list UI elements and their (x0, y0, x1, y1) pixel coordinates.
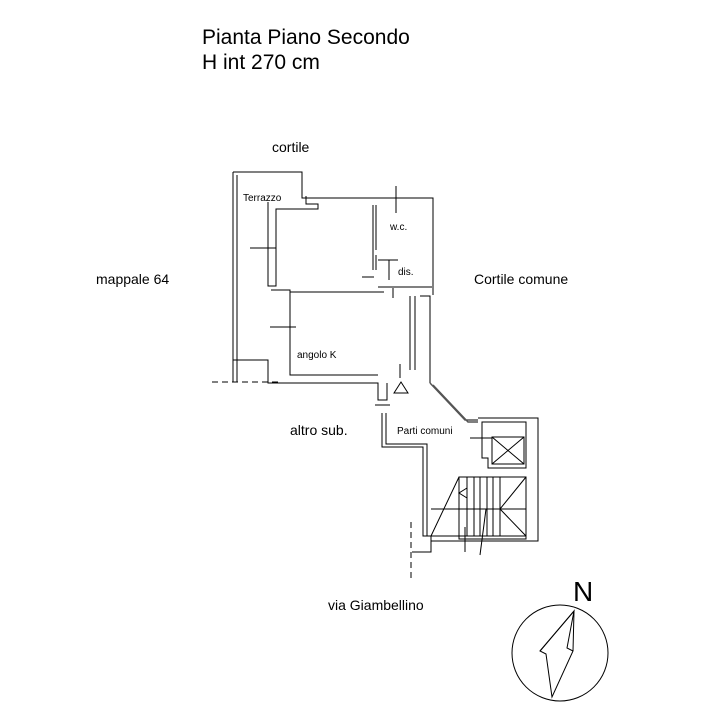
plan-title: Pianta Piano Secondo (202, 26, 410, 49)
stairs (430, 476, 527, 556)
label-mappale: mappale 64 (96, 271, 170, 287)
compass-icon (511, 604, 609, 702)
boundary-dashes (212, 381, 412, 582)
label-cortile-comune: Cortile comune (474, 271, 569, 287)
room-terrazzo: Terrazzo (243, 193, 282, 204)
plan-height: H int 270 cm (202, 51, 320, 74)
door-marks (250, 186, 492, 439)
label-altro-sub: altro sub. (290, 422, 348, 438)
compass-north-letter: N (573, 576, 594, 607)
label-cortile: cortile (272, 139, 310, 155)
room-angolo-k: angolo K (297, 350, 337, 361)
walls (232, 171, 539, 553)
room-wc: w.c. (390, 222, 408, 233)
room-dis: dis. (398, 267, 414, 278)
label-via: via Giambellino (328, 597, 424, 613)
room-parti-comuni: Parti comuni (397, 426, 453, 437)
